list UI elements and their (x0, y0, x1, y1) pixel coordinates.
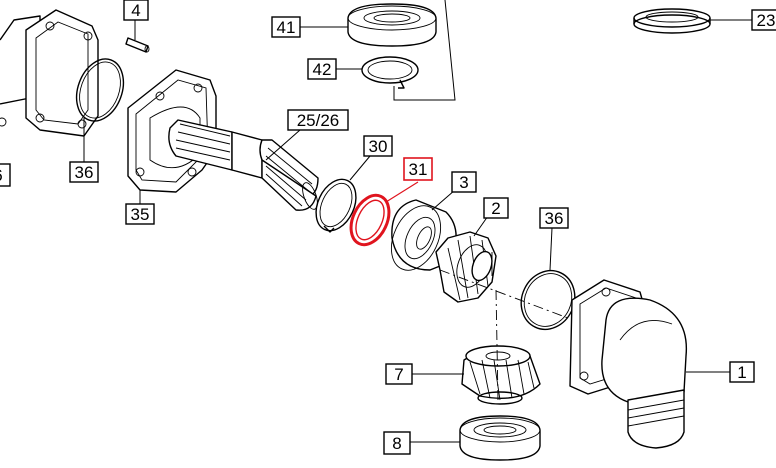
svg-text:25/26: 25/26 (297, 111, 340, 130)
part-8-bearing[interactable] (459, 415, 541, 461)
part-25-26-shaft[interactable] (168, 119, 321, 211)
bracket-42 (393, 0, 456, 101)
svg-text:7: 7 (394, 365, 403, 384)
callout-2[interactable]: 2 (483, 197, 509, 219)
leader-25-26 (265, 129, 301, 161)
svg-text:42: 42 (313, 60, 332, 79)
callout-36-right[interactable]: 36 (539, 207, 569, 229)
callout-41[interactable]: 41 (271, 16, 301, 38)
part-36-o-ring-left[interactable] (68, 52, 131, 127)
callout-31[interactable]: 31 (403, 157, 433, 181)
callout-7[interactable]: 7 (385, 363, 413, 385)
part-31-ring-highlighted[interactable] (344, 189, 397, 250)
svg-text:30: 30 (369, 137, 388, 156)
svg-text:36: 36 (75, 163, 94, 182)
leader-31 (385, 181, 419, 203)
part-41-bearing[interactable] (347, 3, 437, 47)
svg-text:8: 8 (392, 434, 401, 453)
callout-4[interactable]: 4 (123, 0, 149, 21)
callout-3[interactable]: 3 (451, 171, 477, 193)
svg-text:2: 2 (491, 199, 500, 218)
callout-1[interactable]: 1 (729, 361, 755, 383)
leader-2 (473, 215, 489, 237)
svg-text:4: 4 (131, 1, 140, 20)
leader-36-right (549, 227, 553, 271)
part-23-seal[interactable] (633, 8, 711, 34)
callout-6[interactable]: 6 (0, 163, 11, 187)
leader-3 (431, 189, 456, 211)
svg-text:36: 36 (545, 209, 564, 228)
callout-25-26[interactable]: 25/26 (287, 109, 349, 131)
part-7-bevel-pinion[interactable] (461, 345, 541, 405)
callout-30[interactable]: 30 (363, 135, 393, 157)
svg-text:35: 35 (131, 205, 150, 224)
svg-text:23: 23 (757, 11, 776, 30)
callout-8[interactable]: 8 (383, 431, 411, 455)
callout-42[interactable]: 42 (307, 58, 337, 80)
svg-text:1: 1 (737, 363, 746, 382)
axis-vertical (495, 289, 499, 401)
svg-text:41: 41 (277, 18, 296, 37)
part-2-bevel-gear[interactable] (435, 231, 497, 303)
axis-horizontal (439, 269, 569, 319)
callout-35[interactable]: 35 (125, 203, 155, 225)
svg-text:6: 6 (0, 166, 3, 185)
part-1-elbow-housing[interactable] (569, 279, 688, 449)
leader-30 (349, 155, 371, 181)
part-4-pin[interactable] (125, 37, 150, 53)
callout-23[interactable]: 23 (751, 9, 776, 31)
part-30-snap-ring[interactable] (308, 173, 363, 237)
part-42-snap-ring[interactable] (361, 56, 419, 89)
svg-text:31: 31 (409, 160, 428, 179)
callout-36-left[interactable]: 36 (69, 161, 99, 183)
svg-text:3: 3 (459, 173, 468, 192)
